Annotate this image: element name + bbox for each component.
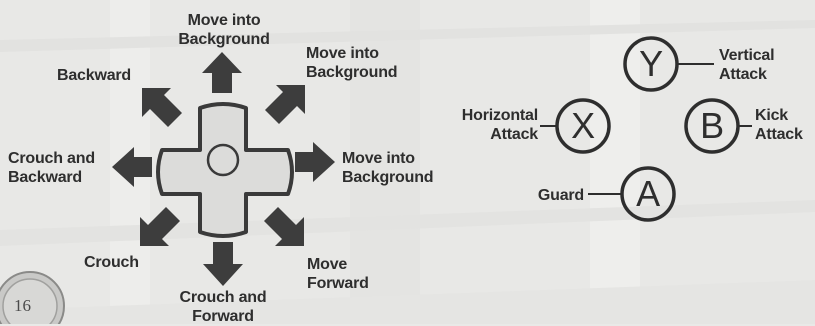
label-down-left: Crouch <box>84 254 139 271</box>
arrow-left-icon <box>112 147 152 187</box>
label-left: Crouch and Backward <box>8 150 95 186</box>
page-number-badge <box>0 271 65 324</box>
arrow-up-icon <box>202 52 242 93</box>
dpad <box>156 102 294 238</box>
label-button-a: Guard <box>537 187 584 204</box>
label-up-right: Move into Background <box>306 45 398 81</box>
label-down: Crouch and Forward <box>179 289 267 325</box>
arrow-up-right-icon <box>265 85 305 124</box>
label-button-y: Vertical Attack <box>719 47 775 83</box>
button-b-letter: B <box>700 105 724 146</box>
label-up: Move into Background <box>178 12 270 48</box>
dpad-center-circle <box>206 143 240 177</box>
label-button-x: Horizontal Attack <box>461 107 538 143</box>
arrow-down-icon <box>203 242 243 286</box>
arrow-down-right-icon <box>264 207 304 246</box>
arrow-right-icon <box>295 142 335 182</box>
button-y-letter: Y <box>639 43 663 84</box>
label-button-b: Kick Attack <box>755 107 803 143</box>
arrow-up-left-icon <box>142 88 182 127</box>
label-right: Move into Background <box>342 150 434 186</box>
page-number: 16 <box>14 296 31 315</box>
arrow-down-left-icon <box>140 207 180 246</box>
button-a-letter: A <box>636 173 660 214</box>
label-up-left: Backward <box>57 67 131 84</box>
button-x-letter: X <box>571 105 595 146</box>
label-down-right: Move Forward <box>307 256 369 292</box>
